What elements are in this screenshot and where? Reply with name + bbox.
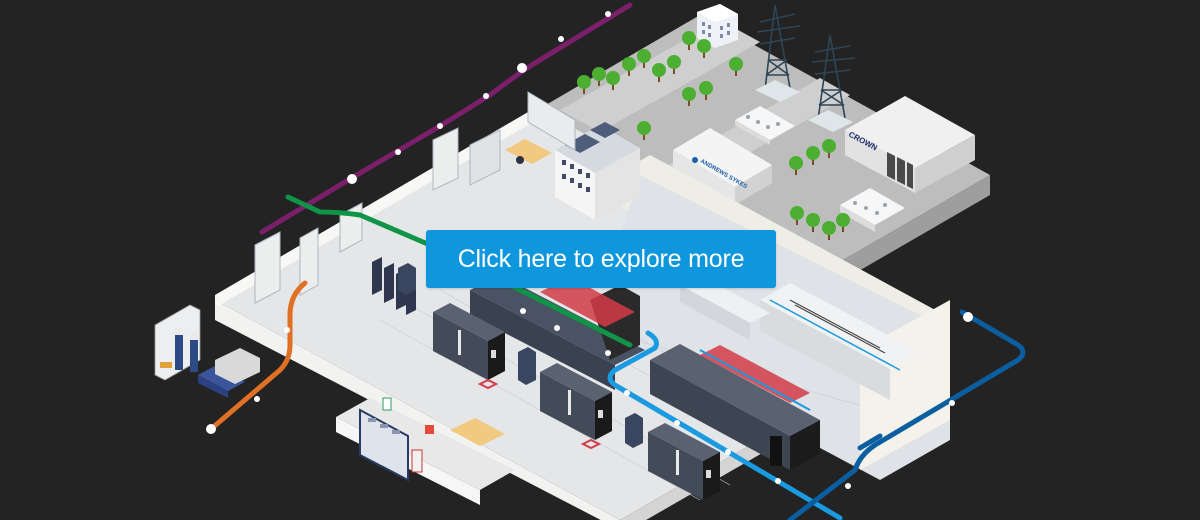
office-desk (505, 139, 552, 164)
route-light-blue (607, 330, 843, 520)
interior-walls (254, 91, 576, 304)
explore-more-button[interactable]: Click here to explore more (426, 230, 776, 288)
andrews-generator: ANDREWS SYKES (673, 128, 772, 205)
office-block (555, 122, 640, 220)
loading-bay (336, 397, 515, 505)
route-orange (208, 280, 308, 432)
crown-building: CROWN (845, 96, 975, 193)
route-purple (259, 2, 633, 235)
office-building-small (697, 4, 738, 48)
server-racks (398, 263, 820, 500)
chiller-units (735, 106, 905, 232)
route-nodes (206, 11, 973, 489)
trees (577, 31, 850, 240)
power-pylons (756, 4, 856, 121)
route-dark-blue (787, 309, 1026, 520)
route-lines (208, 2, 1026, 520)
maintenance-scene (154, 304, 260, 398)
route-green (285, 194, 633, 348)
